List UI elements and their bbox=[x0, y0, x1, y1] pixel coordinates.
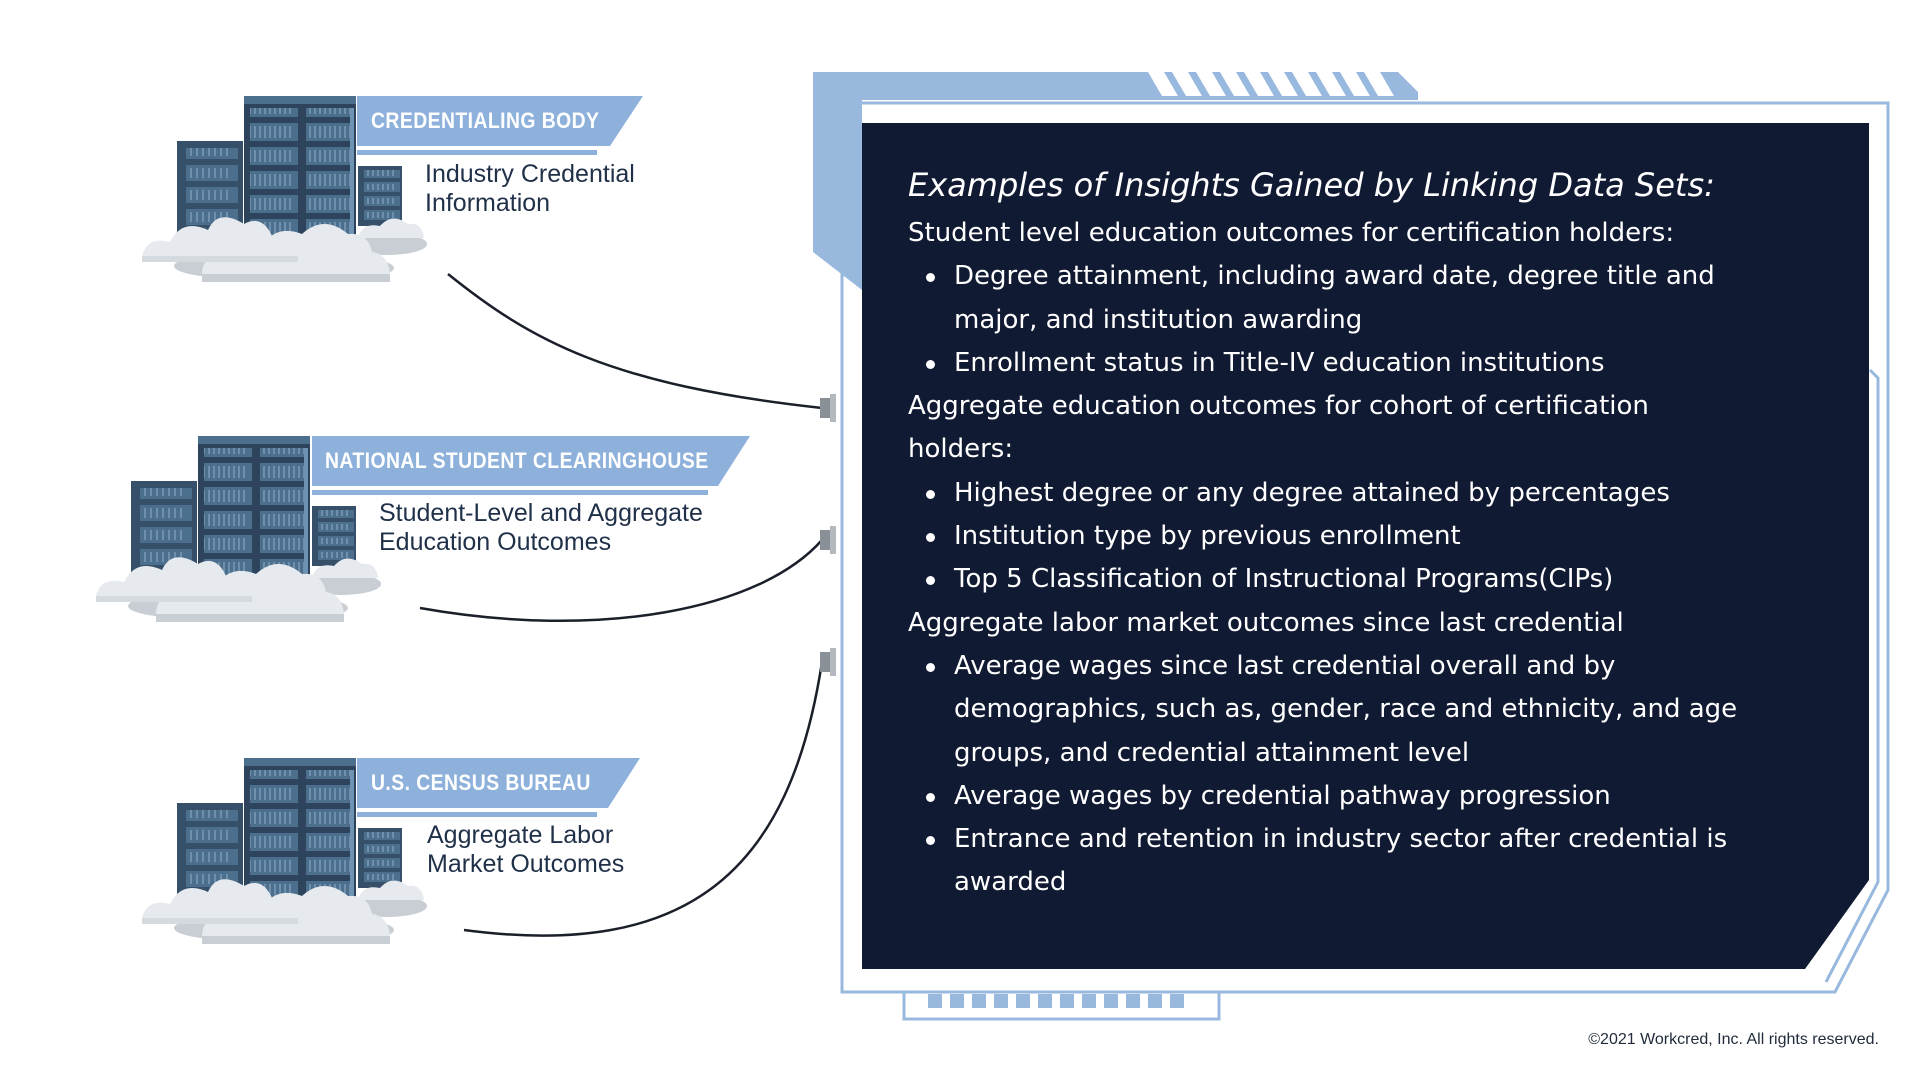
source-desc-line: Student-Level and Aggregate bbox=[379, 499, 703, 527]
insight-bullet: Average wages since last credential over… bbox=[908, 645, 1806, 688]
insights-panel: Examples of Insights Gained by Linking D… bbox=[862, 123, 1852, 969]
insight-bullet-continuation: major, and institution awarding bbox=[954, 304, 1363, 335]
source-label-clearinghouse: NATIONAL STUDENT CLEARINGHOUSE bbox=[325, 448, 709, 473]
label-underline-clearinghouse bbox=[312, 490, 708, 495]
source-desc-credentialing: Industry Credential Information bbox=[425, 160, 635, 218]
label-underline-credentialing bbox=[357, 150, 597, 155]
insight-bullet: Institution type by previous enrollment bbox=[908, 515, 1806, 558]
source-desc-clearinghouse: Student-Level and Aggregate Education Ou… bbox=[379, 499, 703, 557]
source-desc-line: Market Outcomes bbox=[427, 850, 625, 878]
frame-bottom-squares bbox=[928, 994, 1184, 1008]
insight-bullet-continuation: demographics, such as, gender, race and … bbox=[954, 694, 1738, 725]
label-underline-census bbox=[357, 812, 597, 817]
frame-bottom-tab bbox=[902, 990, 1221, 1021]
cable-census bbox=[463, 661, 824, 937]
source-desc-line: Information bbox=[425, 189, 551, 217]
cable-credentialing bbox=[447, 273, 823, 410]
frame-bracket-right bbox=[1824, 368, 1880, 983]
source-label-credentialing: CREDENTIALING BODY bbox=[371, 108, 600, 133]
source-desc-line: Aggregate Labor bbox=[427, 821, 614, 849]
insight-bullet: Entrance and retention in industry secto… bbox=[908, 818, 1806, 861]
plug-2 bbox=[820, 526, 836, 554]
copyright-notice: ©2021 Workcred, Inc. All rights reserved… bbox=[1588, 1031, 1879, 1048]
label-banner-clearinghouse bbox=[312, 436, 750, 486]
insight-heading: Aggregate labor market outcomes since la… bbox=[908, 607, 1624, 638]
insight-bullet-continuation: awarded bbox=[954, 867, 1067, 898]
panel-rows: Student level education outcomes for cer… bbox=[908, 212, 1806, 905]
insight-bullet: Highest degree or any degree attained by… bbox=[908, 472, 1806, 515]
frame-outline bbox=[840, 101, 1890, 994]
source-desc-census: Aggregate Labor Market Outcomes bbox=[427, 821, 624, 879]
insight-heading: holders: bbox=[908, 434, 1014, 465]
source-desc-line: Industry Credential bbox=[425, 160, 635, 188]
label-banner-census bbox=[357, 758, 640, 808]
insight-bullet: Average wages by credential pathway prog… bbox=[908, 775, 1806, 818]
insight-heading: Aggregate education outcomes for cohort … bbox=[908, 391, 1649, 422]
cable-clearinghouse bbox=[419, 539, 823, 623]
insight-bullet: Enrollment status in Title-IV education … bbox=[908, 342, 1806, 385]
insight-bullet-continuation: groups, and credential attainment level bbox=[954, 737, 1470, 768]
insight-heading: Student level education outcomes for cer… bbox=[908, 218, 1675, 248]
frame-stripes bbox=[1148, 72, 1394, 96]
plug-1 bbox=[820, 394, 836, 422]
panel-title: Examples of Insights Gained by Linking D… bbox=[908, 166, 1715, 204]
insight-bullet: Top 5 Classification of Instructional Pr… bbox=[908, 558, 1806, 601]
source-desc-line: Education Outcomes bbox=[379, 528, 612, 556]
label-banner-credentialing bbox=[357, 96, 643, 146]
source-label-census: U.S. CENSUS BUREAU bbox=[371, 770, 591, 795]
insights-panel-bg bbox=[862, 123, 1869, 969]
insight-bullet: Degree attainment, including award date,… bbox=[908, 255, 1806, 298]
plug-3 bbox=[820, 648, 836, 676]
